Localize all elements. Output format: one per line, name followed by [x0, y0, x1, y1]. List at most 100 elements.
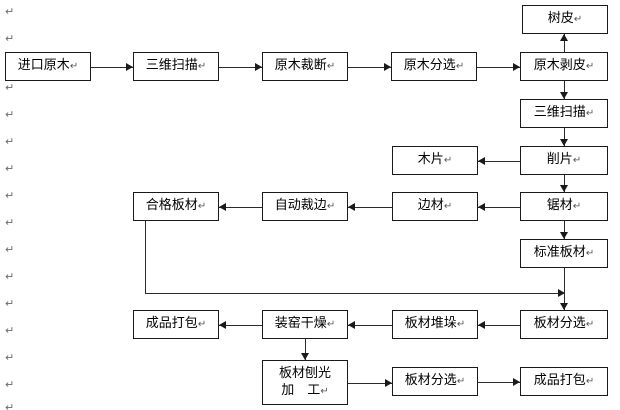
- flow-node[interactable]: 原木剥皮↵: [520, 52, 608, 81]
- flow-node[interactable]: 板材分选↵: [520, 310, 608, 339]
- arrow-head-left: [348, 203, 355, 211]
- connector-line: [348, 325, 392, 326]
- flow-node-label: 树皮↵: [547, 11, 583, 27]
- flow-node[interactable]: 木片↵: [392, 146, 478, 175]
- connector-line: [348, 207, 392, 208]
- flow-node[interactable]: 进口原木↵: [5, 52, 91, 81]
- flow-node-label: 边材↵: [417, 198, 453, 214]
- paragraph-mark: ↵: [5, 351, 15, 364]
- paragraph-mark: ↵: [69, 61, 79, 73]
- flow-node-label: 成品打包↵: [533, 373, 595, 389]
- arrow-head-right: [558, 289, 565, 297]
- paragraph-mark: ↵: [585, 108, 595, 120]
- paragraph-mark: ↵: [456, 319, 466, 331]
- paragraph-mark: ↵: [456, 376, 466, 388]
- connector-line: [478, 161, 520, 162]
- paragraph-mark: ↵: [5, 5, 15, 18]
- arrow-head-right: [385, 379, 392, 387]
- paragraph-mark: ↵: [585, 248, 595, 260]
- connector-line: [145, 221, 146, 293]
- flow-node[interactable]: 自动裁边↵: [262, 192, 348, 221]
- flow-node[interactable]: 成品打包↵: [133, 310, 219, 339]
- arrow-head-down: [301, 353, 309, 360]
- connector-line: [564, 221, 565, 239]
- paragraph-mark: ↵: [5, 216, 15, 229]
- flow-node[interactable]: 树皮↵: [522, 5, 608, 34]
- arrow-head-down: [560, 303, 568, 310]
- arrow-head-right: [513, 63, 520, 71]
- connector-line: [564, 81, 565, 99]
- connector-line: [145, 293, 564, 294]
- paragraph-mark: ↵: [197, 61, 207, 73]
- arrow-head-down: [560, 185, 568, 192]
- arrow-head-right: [255, 63, 262, 71]
- arrow-head-down: [560, 139, 568, 146]
- flow-node[interactable]: 合格板材↵: [133, 192, 219, 221]
- connector-line: [564, 175, 565, 192]
- arrow-head-up: [560, 34, 568, 41]
- flow-node-label: 标准板材↵: [533, 245, 595, 261]
- flow-node-label: 装窑干燥↵: [274, 316, 336, 332]
- paragraph-mark: ↵: [5, 135, 15, 148]
- flow-node[interactable]: 三维扫描↵: [520, 99, 608, 128]
- paragraph-mark: ↵: [5, 32, 15, 45]
- flow-node-label: 三维扫描↵: [533, 105, 595, 121]
- paragraph-mark: ↵: [443, 201, 453, 213]
- paragraph-mark: ↵: [5, 81, 15, 94]
- flow-node[interactable]: 标准板材↵: [520, 239, 608, 268]
- flow-node-label: 原木剥皮↵: [533, 58, 595, 74]
- connector-line: [477, 67, 520, 68]
- connector-line: [478, 207, 520, 208]
- arrow-head-right: [384, 63, 391, 71]
- paragraph-mark: ↵: [572, 155, 582, 167]
- paragraph-mark: ↵: [326, 319, 336, 331]
- flow-node[interactable]: 削片↵: [520, 146, 608, 175]
- arrow-head-left: [478, 203, 485, 211]
- flow-node-label: 板材刨光: [278, 365, 331, 381]
- flow-node[interactable]: 装窑干燥↵: [262, 310, 348, 339]
- paragraph-mark: ↵: [5, 162, 15, 175]
- flow-node-label: 原木裁断↵: [274, 58, 336, 74]
- arrow-head-left: [348, 321, 355, 329]
- connector-line: [564, 34, 565, 52]
- connector-line: [219, 325, 262, 326]
- arrow-head-left: [219, 203, 226, 211]
- paragraph-mark: ↵: [585, 376, 595, 388]
- flow-node[interactable]: 原木裁断↵: [262, 52, 348, 81]
- flow-node[interactable]: 原木分选↵: [391, 52, 477, 81]
- flow-node-label: 成品打包↵: [145, 316, 207, 332]
- flow-node-label: 木片↵: [417, 152, 453, 168]
- paragraph-mark: ↵: [320, 385, 329, 397]
- flow-node-label: 锯材↵: [546, 198, 582, 214]
- flow-node[interactable]: 成品打包↵: [520, 367, 608, 396]
- paragraph-mark: ↵: [5, 189, 15, 202]
- flow-node[interactable]: 锯材↵: [520, 192, 608, 221]
- flow-node[interactable]: 板材分选↵: [392, 367, 478, 396]
- connector-line: [219, 67, 262, 68]
- arrow-head-right: [126, 63, 133, 71]
- connector-line: [91, 67, 133, 68]
- paragraph-mark: ↵: [197, 201, 207, 213]
- connector-line: [348, 67, 391, 68]
- paragraph-mark: ↵: [326, 201, 336, 213]
- flow-node-label: 原木分选↵: [403, 58, 465, 74]
- paragraph-mark: ↵: [455, 61, 465, 73]
- connector-line: [478, 325, 520, 326]
- flow-node[interactable]: 板材刨光加 工↵: [262, 360, 348, 405]
- connector-line: [478, 382, 520, 383]
- flow-node[interactable]: 边材↵: [392, 192, 478, 221]
- arrow-head-left: [219, 321, 226, 329]
- flow-node[interactable]: 三维扫描↵: [133, 52, 219, 81]
- flow-node-label: 进口原木↵: [17, 58, 79, 74]
- flow-node-label: 板材分选↵: [404, 373, 466, 389]
- paragraph-mark: ↵: [197, 319, 207, 331]
- flow-node[interactable]: 板材堆垛↵: [392, 310, 478, 339]
- paragraph-mark: ↵: [585, 319, 595, 331]
- arrow-head-down: [560, 92, 568, 99]
- paragraph-mark: ↵: [5, 270, 15, 283]
- paragraph-mark: ↵: [5, 401, 15, 410]
- connector-line: [564, 128, 565, 146]
- paragraph-mark: ↵: [5, 297, 15, 310]
- paragraph-mark: ↵: [326, 61, 336, 73]
- connector-line: [219, 207, 262, 208]
